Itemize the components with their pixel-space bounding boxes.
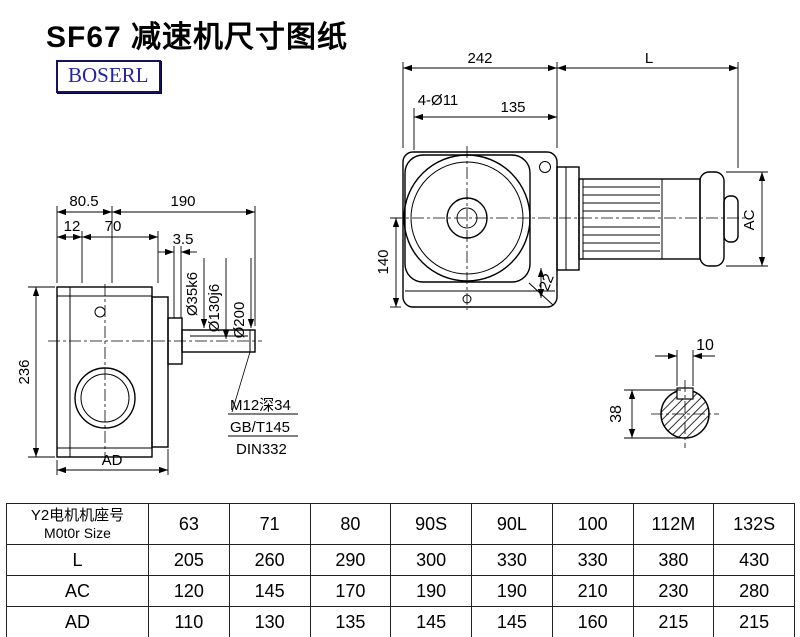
dim-value-cell: 215 [713,606,795,637]
size-header-cell: 100 [551,503,634,545]
motor-size-header-cn: Y2电机机座号 [30,506,125,524]
shaft-section-centerlines [651,380,719,448]
top-view-centerlines [391,146,748,310]
technical-drawing: 242 L 4-Ø11 135 140 22 AC [16,50,768,475]
dim-value-cell: 145 [228,575,311,607]
dim-value-cell: 160 [551,606,634,637]
dim-80-5-label: 80.5 [69,193,98,210]
dim-value-cell: 430 [713,544,795,576]
motor-size-header-en: M0t0r Size [44,524,111,541]
size-header-cell: 112M [632,503,715,545]
dim-L-label: L [645,50,653,67]
dim-value-cell: 120 [148,575,230,607]
dim-22-label: 22 [536,271,558,293]
dim-value-cell: 380 [632,544,715,576]
row-label-AD: AD [6,606,149,637]
top-view [402,151,739,308]
motor-fan-hub [723,195,739,243]
motor-fins [583,186,660,252]
top-view-labels: 242 L 4-Ø11 135 140 22 AC [375,50,758,293]
std-note1-label: GB/T145 [230,419,290,436]
side-view [56,286,256,458]
plug-hole [94,306,106,318]
table-header-row: Y2电机机座号 M0t0r Size 63 71 80 90S 90L 100 … [6,503,795,545]
size-header-cell: 71 [228,503,311,545]
shaft-section-dimension-lines [624,350,715,439]
dim-value-cell: 330 [471,544,553,576]
top-view-dimension-lines [390,62,768,308]
dim-value-cell: 210 [551,575,634,607]
dim-shaft-dia-label: Ø35k6 [184,272,201,316]
dim-bolt-holes-label: 4-Ø11 [418,92,459,109]
motor-flange [556,166,580,271]
dim-value-cell: 135 [309,606,392,637]
size-header-cell: 80 [309,503,392,545]
table-row-AD: AD 110 130 135 145 145 160 215 215 [6,606,795,637]
table-row-L: L 205 260 290 300 330 330 380 430 [6,544,795,576]
dim-value-cell: 230 [632,575,715,607]
row-label-AC: AC [6,575,149,607]
side-view-dimension-lines [28,206,298,475]
dim-135-label: 135 [500,99,525,116]
size-header-cell: 63 [148,503,230,545]
dim-242-label: 242 [467,50,492,67]
dim-value-cell: 190 [390,575,472,607]
dim-value-cell: 110 [148,606,230,637]
dim-value-cell: 290 [309,544,392,576]
motor-endcap [699,171,725,267]
dim-AC-label: AC [741,209,758,230]
dim-value-cell: 205 [148,544,230,576]
row-label-L: L [6,544,149,576]
bolt-hole [539,161,551,173]
dim-190-label: 190 [170,193,195,210]
dim-flange-dia-label: Ø200 [231,302,248,339]
dim-spigot-dia-label: Ø130j6 [206,284,223,332]
output-flange [151,296,169,448]
dim-value-cell: 170 [309,575,392,607]
dim-12-label: 12 [64,218,81,235]
dim-value-cell: 330 [551,544,634,576]
table-row-AC: AC 120 145 170 190 190 210 230 280 [6,575,795,607]
tap-note-label: M12深34 [230,397,291,414]
size-header-cell: 132S [713,503,795,545]
dim-AD-label: AD [102,452,123,469]
dim-value-cell: 145 [471,606,553,637]
motor-body [578,178,701,260]
dim-10-label: 10 [696,337,714,354]
page-title: SF67 减速机尺寸图纸 [46,21,349,54]
dim-value-cell: 215 [632,606,715,637]
dim-value-cell: 130 [228,606,311,637]
motor-size-header-cell: Y2电机机座号 M0t0r Size [6,503,149,545]
dim-value-cell: 260 [228,544,311,576]
size-header-cell: 90L [471,503,553,545]
side-view-labels: 80.5 190 12 70 3.5 Ø35k6 Ø130j6 Ø200 236… [16,193,291,469]
shaft-section: 10 38 [608,337,719,448]
dim-3-5-label: 3.5 [173,231,194,248]
dim-value-cell: 300 [390,544,472,576]
dim-value-cell: 145 [390,606,472,637]
dim-value-cell: 280 [713,575,795,607]
side-view-centerlines [48,284,262,462]
motor-dimension-table: Y2电机机座号 M0t0r Size 63 71 80 90S 90L 100 … [6,503,795,637]
boserl-logo: BOSERL [56,60,161,93]
dim-70-label: 70 [105,218,122,235]
dim-236-label: 236 [16,359,33,384]
dim-38-label: 38 [608,405,625,423]
std-note2-label: DIN332 [236,441,287,458]
dim-value-cell: 190 [471,575,553,607]
dim-140-label: 140 [375,249,392,274]
size-header-cell: 90S [390,503,472,545]
boserl-logo-text: BOSERL [68,63,149,87]
